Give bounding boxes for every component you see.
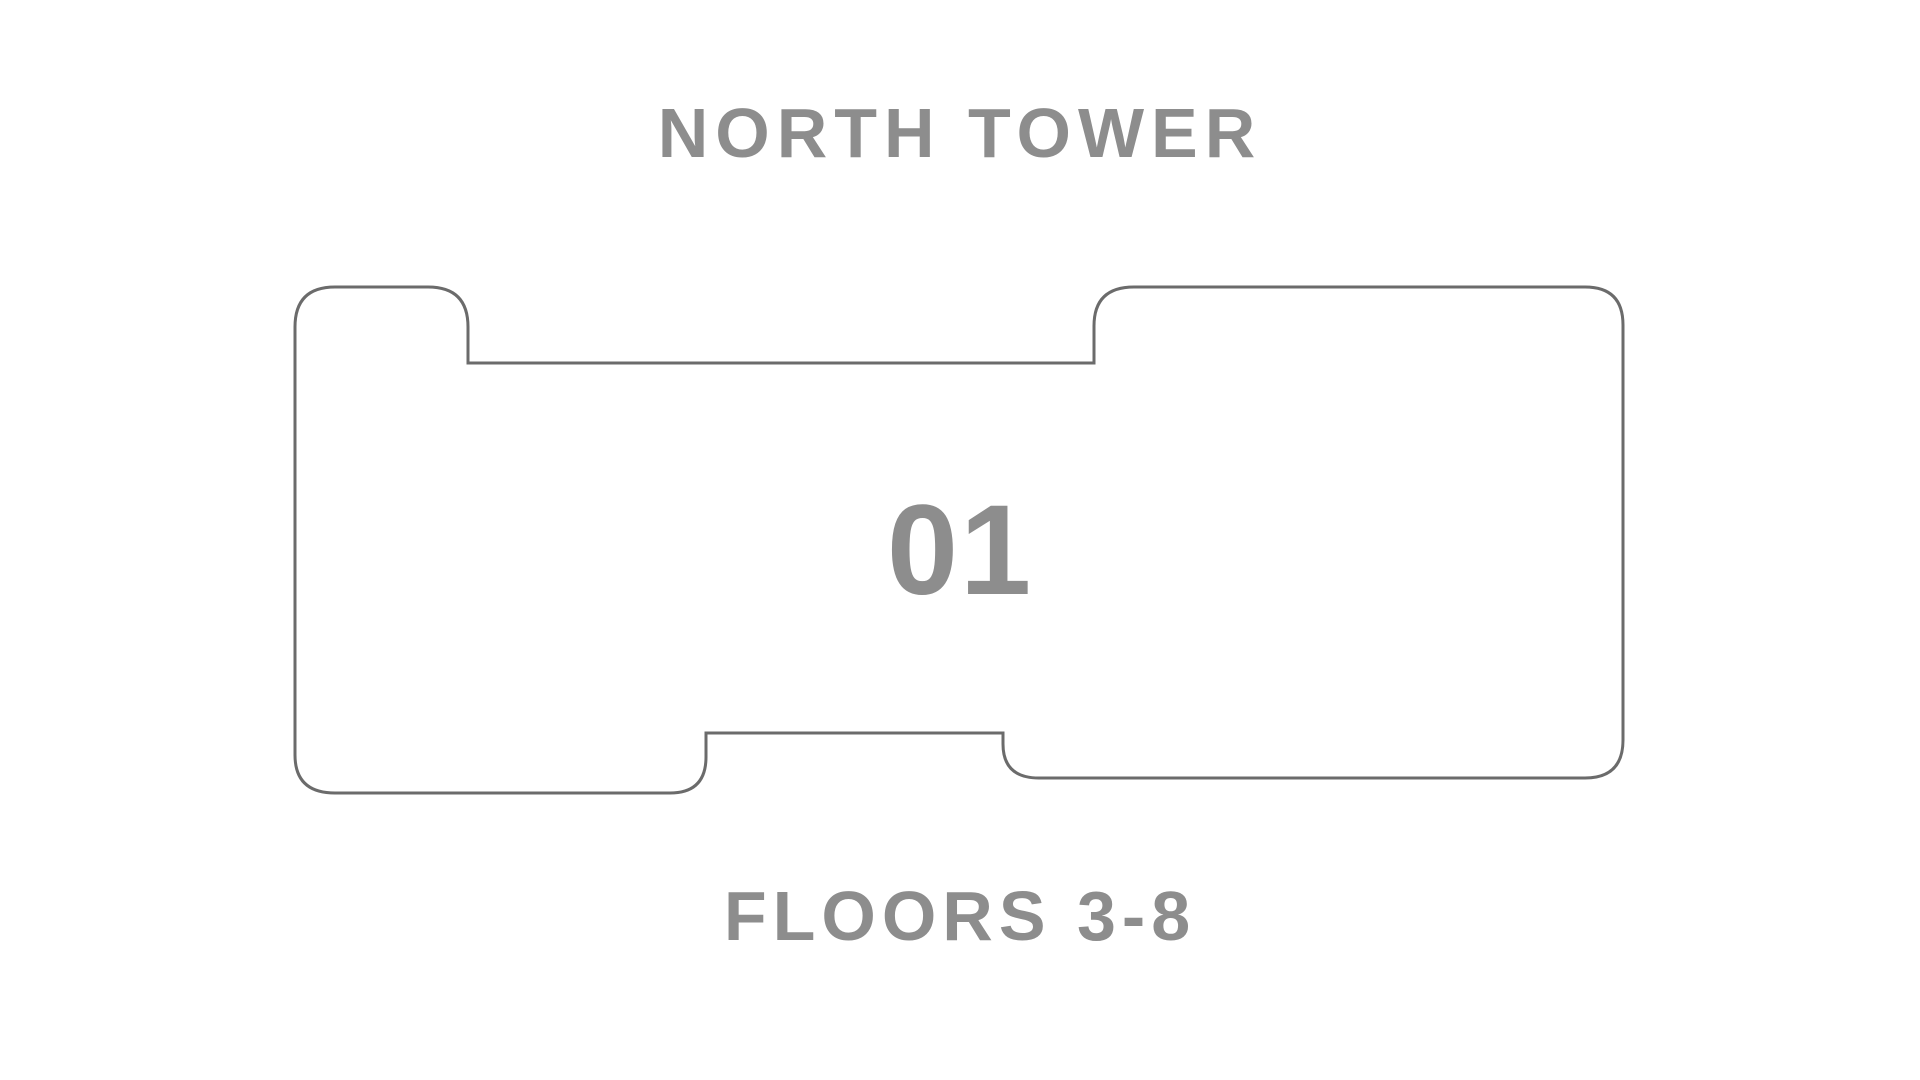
floors-caption: FLOORS 3-8 (723, 877, 1197, 955)
unit-number-label: 01 (886, 479, 1034, 622)
building-outline[interactable] (293, 285, 1625, 795)
page-title: NORTH TOWER (657, 94, 1263, 172)
